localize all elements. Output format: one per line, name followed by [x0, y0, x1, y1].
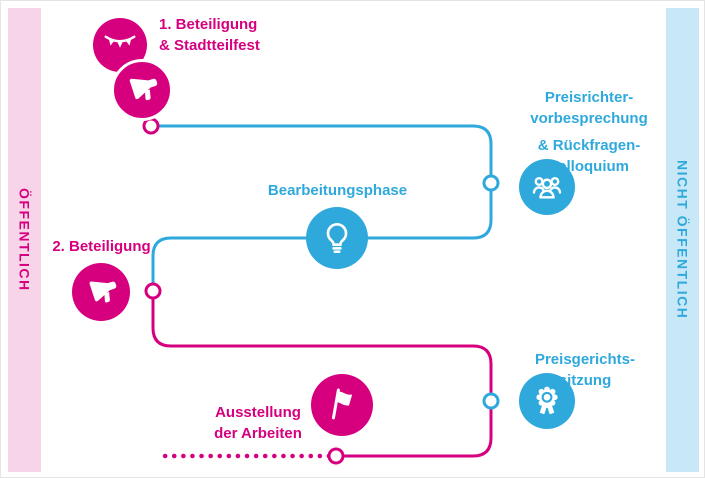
not-public-band: NICHT ÖFFENTLICH	[666, 8, 699, 472]
flag-glyph	[331, 388, 353, 420]
lightbulb-glyph	[326, 223, 348, 253]
label-work-phase: Bearbeitungsphase	[240, 180, 435, 201]
flag-icon	[311, 374, 373, 436]
public-band: ÖFFENTLICH	[8, 8, 41, 472]
label-line: kolloquium	[549, 158, 629, 175]
not-public-band-label: NICHT ÖFFENTLICH	[674, 160, 691, 320]
label-participation-2: 2. Beteiligung	[39, 236, 164, 257]
label-line: 2. Beteiligung	[52, 238, 151, 255]
label-line: der Arbeiten	[214, 425, 302, 442]
award-rosette-glyph	[536, 386, 558, 415]
label-line: Bearbeitungsphase	[267, 182, 408, 199]
connector-node-jury-session	[482, 392, 500, 410]
award-rosette-icon	[519, 373, 575, 429]
label-line: & Rückfragen-	[537, 137, 641, 154]
jury-people-icon	[519, 159, 575, 215]
megaphone-glyph	[129, 78, 158, 101]
flow-line-4	[343, 408, 493, 458]
connector-node-jury-briefing	[482, 174, 500, 192]
label-line: Ausstellung	[215, 404, 301, 421]
megaphone-glyph	[89, 281, 116, 302]
label-line: Preisgerichts-	[534, 351, 636, 368]
lightbulb-icon	[306, 207, 368, 269]
connector-node-exhibition	[327, 447, 345, 465]
label-line: sitzung	[558, 372, 612, 389]
label-jury-briefing: Preisrichter- vorbesprechung & Rückfrage…	[504, 87, 674, 177]
label-exhibition: Ausstellung der Arbeiten	[199, 402, 317, 444]
flow-line-3	[151, 298, 493, 394]
megaphone-icon	[111, 59, 173, 121]
public-band-label: ÖFFENTLICH	[16, 188, 33, 292]
label-jury-session: Preisgerichts- sitzung	[519, 349, 651, 391]
connector-node-participation1	[142, 117, 160, 135]
connector-node-participation2	[144, 282, 162, 300]
megaphone-icon	[72, 263, 130, 321]
label-participation-1: 1. Beteiligung & Stadtteilfest	[159, 14, 319, 56]
flow-line-1	[158, 124, 493, 176]
jury-people-glyph	[532, 176, 562, 199]
label-line: & Stadtteilfest	[159, 37, 260, 54]
label-line: vorbesprechung	[530, 110, 648, 127]
label-line: 1. Beteiligung	[159, 16, 258, 33]
label-line: Preisrichter-	[544, 89, 634, 106]
bunting-glyph	[104, 35, 136, 48]
